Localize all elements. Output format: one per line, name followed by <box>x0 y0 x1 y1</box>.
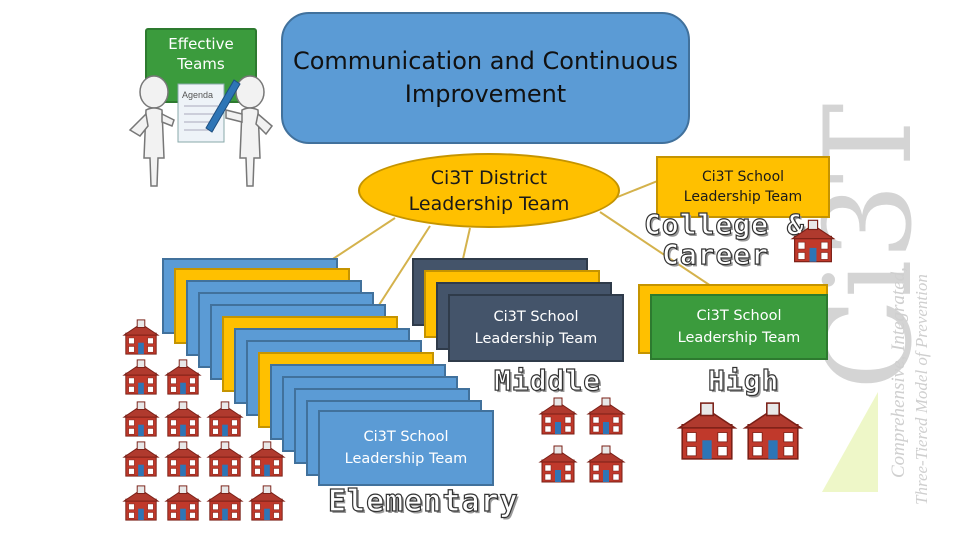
school-icon <box>586 396 626 436</box>
high-label: High <box>708 364 779 397</box>
stick-figures-icon: Agenda <box>126 70 276 192</box>
middle-team-line1: Ci3T School <box>475 306 598 328</box>
high-team-box: Ci3T School Leadership Team <box>650 294 828 360</box>
logo-tagline-1: Comprehensive, Integrated, <box>888 267 910 478</box>
school-icon <box>164 440 202 478</box>
school-icon <box>538 396 578 436</box>
school-icon <box>164 400 202 438</box>
school-icon <box>538 444 578 484</box>
elementary-team-line1: Ci3T School <box>345 426 468 448</box>
district-line1: Ci3T District <box>409 165 570 191</box>
school-icon <box>586 444 626 484</box>
district-team-ellipse: Ci3T District Leadership Team <box>358 153 620 228</box>
school-icon <box>122 358 160 396</box>
high-team-line1: Ci3T School <box>678 305 801 327</box>
elementary-team-line2: Leadership Team <box>345 448 468 470</box>
communication-box: Communication and Continuous Improvement <box>281 12 690 144</box>
college-label: College & <box>644 208 805 241</box>
middle-team-box: Ci3T School Leadership Team <box>448 294 624 362</box>
district-line2: Leadership Team <box>409 191 570 217</box>
school-icon <box>742 400 804 462</box>
logo-beam-icon <box>820 390 880 495</box>
high-team-line2: Leadership Team <box>678 327 801 349</box>
career-label: Career <box>662 238 769 271</box>
school-icon <box>164 484 202 522</box>
communication-line1: Communication and Continuous <box>293 45 678 78</box>
school-icon <box>206 484 244 522</box>
school-icon <box>790 218 836 264</box>
logo-tagline-2: Three-Tiered Model of Prevention <box>912 274 932 505</box>
school-icon <box>676 400 738 462</box>
college-team-line1: Ci3T School <box>684 167 802 187</box>
elementary-label: Elementary <box>328 484 519 519</box>
school-icon <box>122 440 160 478</box>
school-icon <box>248 440 286 478</box>
school-icon <box>122 400 160 438</box>
middle-team-line2: Leadership Team <box>475 328 598 350</box>
communication-line2: Improvement <box>293 78 678 111</box>
school-icon <box>206 440 244 478</box>
elementary-team-box: Ci3T School Leadership Team <box>318 410 494 486</box>
school-icon <box>164 358 202 396</box>
middle-label: Middle <box>494 364 601 397</box>
agenda-word: Agenda <box>182 90 213 100</box>
school-icon <box>206 400 244 438</box>
school-icon <box>122 318 160 356</box>
effective-teams-line1: Effective <box>147 34 255 54</box>
college-team-line2: Leadership Team <box>684 187 802 207</box>
school-icon <box>122 484 160 522</box>
school-icon <box>248 484 286 522</box>
